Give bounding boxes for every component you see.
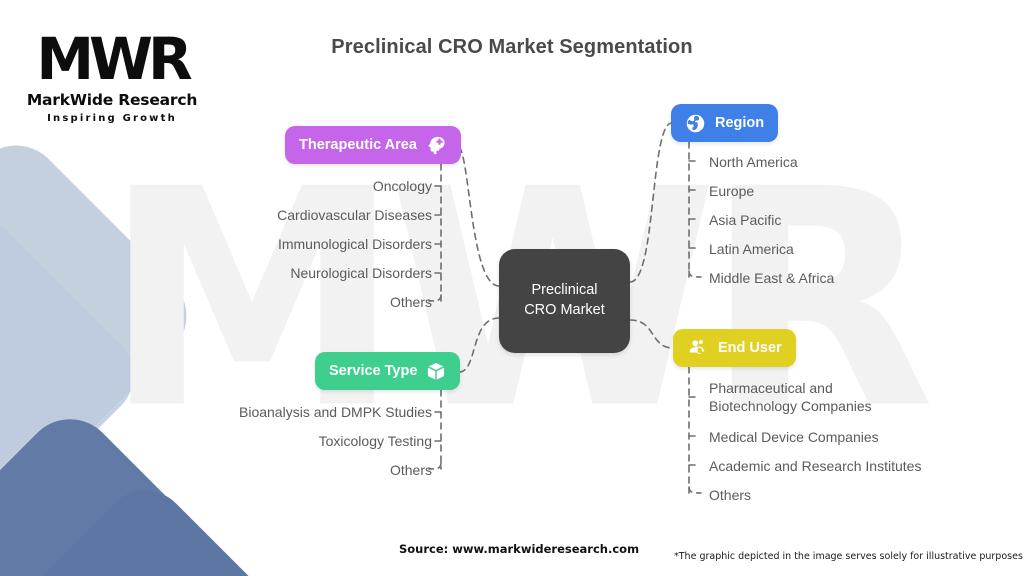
badge-region[interactable]: Region xyxy=(671,104,779,142)
center-node-line-1: Preclinical xyxy=(531,282,598,299)
globe-icon xyxy=(685,113,706,134)
source-credit: Source: www.markwideresearch.com xyxy=(399,542,640,556)
logo-company-name: MarkWide Research xyxy=(26,91,198,110)
list-item: Bioanalysis and DMPK Studies xyxy=(239,404,432,420)
badge-end-user[interactable]: End User xyxy=(673,329,796,367)
badge-therapeutic-label: Therapeutic Area xyxy=(299,137,417,153)
badge-region-label: Region xyxy=(715,115,765,131)
list-item: Others xyxy=(389,462,432,478)
disclaimer-note: *The graphic depicted in the image serve… xyxy=(674,551,1023,562)
list-item: Toxicology Testing xyxy=(318,433,432,449)
wire-center-to-therapeutic xyxy=(457,145,500,287)
list-item: North America xyxy=(709,154,798,170)
center-node-line-2: CRO Market xyxy=(524,302,605,318)
list-item: Immunological Disorders xyxy=(277,236,432,252)
wire-center-to-enduser xyxy=(629,319,674,349)
list-item: Medical Device Companies xyxy=(709,429,879,445)
badge-therapeutic-area[interactable]: Therapeutic Area xyxy=(285,126,461,164)
list-item: Latin America xyxy=(709,241,794,257)
wire-center-to-service xyxy=(458,317,500,373)
list-item: Asia Pacific xyxy=(709,212,782,228)
users-refresh-icon xyxy=(687,338,709,359)
list-item: Others xyxy=(389,294,432,310)
head-with-plus-icon xyxy=(426,135,447,156)
list-item: Others xyxy=(709,487,752,503)
logo-monogram: MWR xyxy=(36,25,192,93)
list-item: Neurological Disorders xyxy=(290,265,432,281)
list-item: Academic and Research Institutes xyxy=(709,458,922,474)
tick-service-2 xyxy=(428,462,442,470)
badge-service-label: Service Type xyxy=(329,363,418,379)
list-item: Cardiovascular Diseases xyxy=(277,207,432,223)
list-item: Middle East & Africa xyxy=(709,270,835,286)
page-title: Preclinical CRO Market Segmentation xyxy=(331,36,693,58)
badge-service-type[interactable]: Service Type xyxy=(315,352,461,390)
list-item: Europe xyxy=(709,183,755,199)
cube-box-icon xyxy=(426,361,446,382)
list-item: Oncology xyxy=(372,178,432,194)
tick-therapeutic-4 xyxy=(428,294,442,302)
tick-enduser-3 xyxy=(688,486,702,494)
wire-center-to-region xyxy=(629,122,672,283)
list-item: Pharmaceutical and Biotechnology Compani… xyxy=(709,380,872,414)
badge-enduser-label: End User xyxy=(718,340,782,356)
tick-region-4 xyxy=(688,270,702,278)
logo-tagline: Inspiring Growth xyxy=(47,113,177,125)
center-node: Preclinical CRO Market xyxy=(499,249,630,353)
markwide-logo: MWR MarkWide Research Inspiring Growth xyxy=(22,25,202,125)
